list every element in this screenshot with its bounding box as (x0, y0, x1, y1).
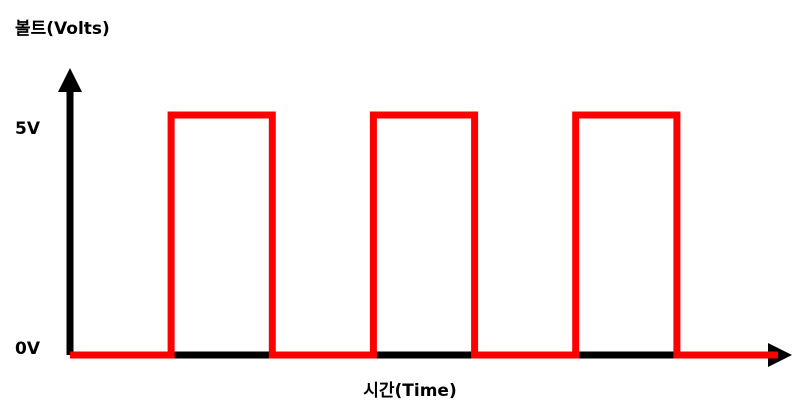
y-axis-label: 볼트(Volts) (15, 19, 110, 39)
y-axis-arrow-icon (58, 68, 82, 92)
y-tick-label-5v: 5V (15, 119, 41, 139)
y-tick-label-0v: 0V (15, 339, 41, 359)
square-wave-signal (70, 111, 778, 359)
x-axis-label: 시간(Time) (363, 381, 457, 401)
x-axis-arrow-icon (768, 343, 792, 367)
